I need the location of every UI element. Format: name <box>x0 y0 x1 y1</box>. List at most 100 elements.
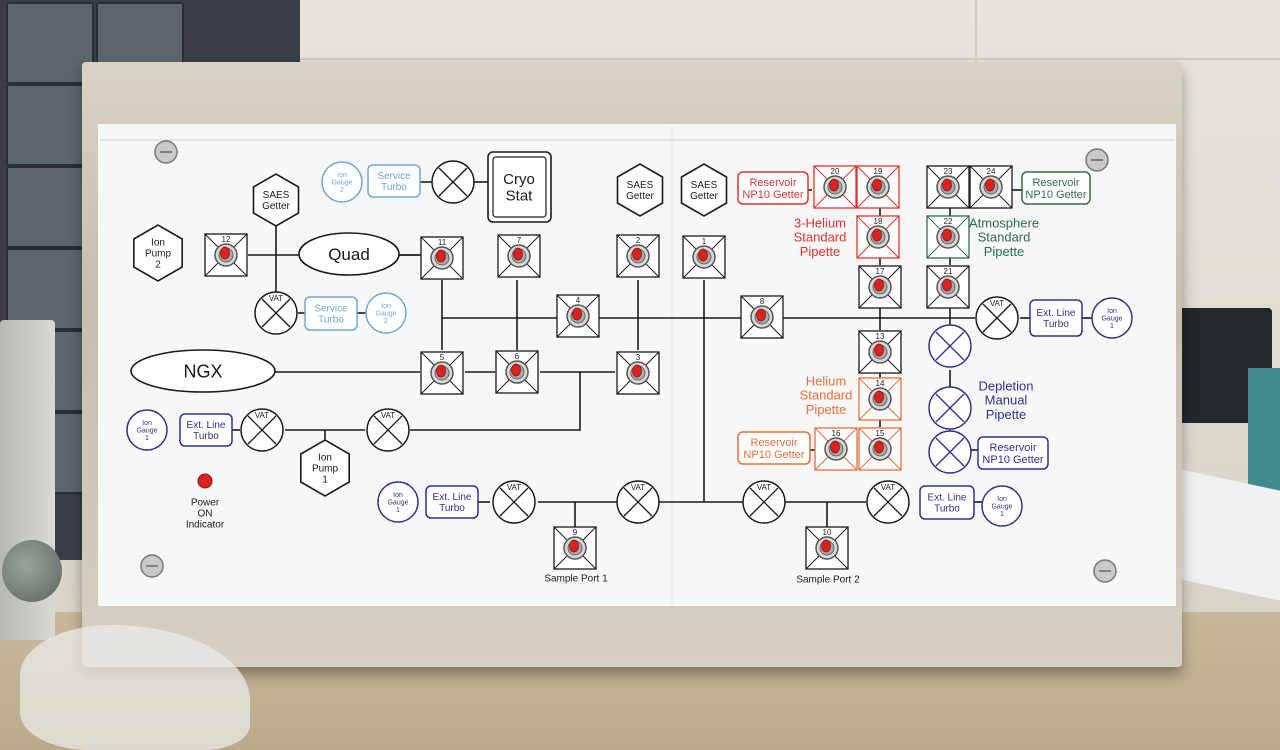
toggle-valve-7-toggle-tip <box>513 247 523 261</box>
valve-x-depletion-3-x <box>935 437 965 467</box>
toggle-valve-18-number: 18 <box>874 217 883 226</box>
vat-valve-mid-label: VAT <box>381 411 395 420</box>
toggle-valve-12-number: 12 <box>222 235 231 244</box>
toggle-valve-19-number: 19 <box>874 167 883 176</box>
toggle-valve-21 <box>926 265 970 309</box>
vat-valve-quad-label: VAT <box>269 294 283 303</box>
vat-valve-quad-x <box>261 298 291 328</box>
toggle-valve-24-toggle-tip <box>985 178 995 192</box>
toggle-valve-11 <box>420 236 464 280</box>
ext-line-turbo-bottom-left <box>425 485 479 519</box>
toggle-valve-13-toggle-tip <box>874 343 884 357</box>
toggle-valve-11-number: 11 <box>438 238 447 247</box>
toggle-valve-6-number: 6 <box>515 352 520 361</box>
toggle-valve-19-toggle-tip <box>872 178 882 192</box>
toggle-valve-2-number: 2 <box>636 236 641 245</box>
ion-gauge-1-bottom-right <box>981 485 1023 527</box>
cryo-stat-outer <box>487 151 552 223</box>
vat-valve-bottom-4-x <box>873 487 903 517</box>
service-turbo-mid <box>304 296 358 331</box>
toggle-valve-1-toggle-tip <box>698 248 708 262</box>
toggle-valve-14 <box>858 377 902 421</box>
toggle-valve-21-toggle-tip <box>942 278 952 292</box>
toggle-valve-22 <box>926 215 970 259</box>
toggle-valve-8-number: 8 <box>760 297 765 306</box>
toggle-valve-16-toggle-tip <box>830 440 840 454</box>
service-turbo-top <box>367 164 421 198</box>
reservoir-green <box>1021 171 1091 205</box>
toggle-valve-16-number: 16 <box>832 429 841 438</box>
valve-x-top-x <box>438 167 468 197</box>
toggle-valve-13-number: 13 <box>876 332 885 341</box>
ion-gauge-1-right <box>1091 297 1133 339</box>
toggle-valve-3-toggle-tip <box>632 364 642 378</box>
power-led <box>197 473 213 489</box>
ngx-label: NGX <box>183 361 222 381</box>
toggle-valve-6-toggle-tip <box>511 363 521 377</box>
instrument-knob <box>2 540 62 602</box>
toggle-valve-3-number: 3 <box>636 353 641 362</box>
toggle-valve-7 <box>497 234 541 278</box>
toggle-valve-5 <box>420 351 464 395</box>
toggle-valve-24-number: 24 <box>987 167 996 176</box>
cryo-stat-inner <box>492 156 547 218</box>
toggle-valve-10-number: 10 <box>823 528 832 537</box>
toggle-valve-17 <box>858 265 902 309</box>
toggle-valve-10-toggle-tip <box>821 539 831 553</box>
toggle-valve-5-toggle-tip <box>436 364 446 378</box>
ion-pump-1 <box>299 439 351 497</box>
vat-valve-right-x <box>982 303 1012 333</box>
toggle-valve-8 <box>740 295 784 339</box>
toggle-valve-4 <box>556 294 600 338</box>
ngx-ellipse <box>130 349 276 393</box>
vat-valve-bottom-2-label: VAT <box>631 483 645 492</box>
sample-port-1-label: Sample Port 1 <box>544 574 608 585</box>
toggle-valve-12-toggle-tip <box>220 246 230 260</box>
vat-valve-bottom-1-label: VAT <box>507 483 521 492</box>
toggle-valve-14-toggle-tip <box>874 390 884 404</box>
toggle-valve-15-number: 15 <box>876 429 885 438</box>
valve-x-depletion-2-x <box>935 393 965 423</box>
toggle-valve-21-number: 21 <box>944 267 953 276</box>
valve-x-depletion-1-x <box>935 331 965 361</box>
toggle-valve-23 <box>926 165 970 209</box>
ext-line-turbo-left <box>179 413 233 447</box>
toggle-valve-15 <box>858 427 902 471</box>
vat-valve-bottom-3-label: VAT <box>757 483 771 492</box>
vat-valve-bottom-4-label: VAT <box>881 483 895 492</box>
toggle-valve-11-toggle-tip <box>436 249 446 263</box>
toggle-valve-9-number: 9 <box>573 528 578 537</box>
vat-valve-bottom-2-x <box>623 487 653 517</box>
toggle-valve-23-toggle-tip <box>942 178 952 192</box>
wall-mortar-line <box>0 58 1280 60</box>
toggle-valve-9-toggle-tip <box>569 539 579 553</box>
toggle-valve-17-number: 17 <box>876 267 885 276</box>
ion-gauge-1-bottom-left <box>377 481 419 523</box>
pipe-line <box>410 372 581 431</box>
saes-getter-right <box>680 163 728 217</box>
sample-port-2-label: Sample Port 2 <box>796 575 860 586</box>
toggle-valve-1-number: 1 <box>702 237 707 246</box>
toggle-valve-9 <box>553 526 597 570</box>
toggle-valve-20-toggle-tip <box>829 178 839 192</box>
toggle-valve-23-number: 23 <box>944 167 953 176</box>
vat-valve-left-label: VAT <box>255 411 269 420</box>
vat-valve-mid-x <box>373 415 403 445</box>
